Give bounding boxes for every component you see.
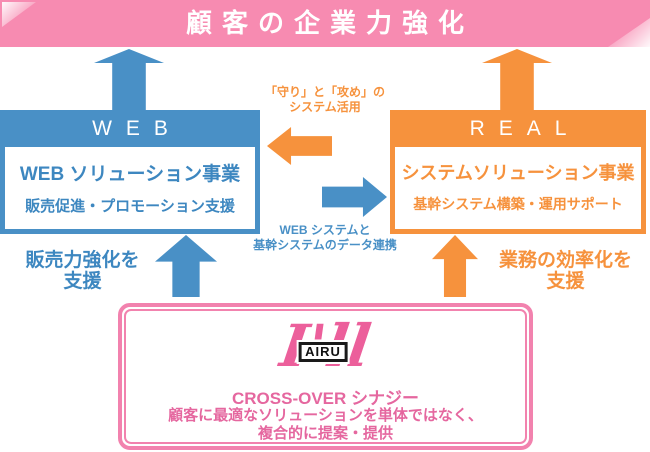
cross-over-synergy-box-inner: I'll AIRU CROSS-OVER シナジー 顧客に最適なソリューションを… xyxy=(124,309,527,444)
goal-banner: 顧客の企業力強化 xyxy=(0,0,650,47)
synergy-title: CROSS-OVER シナジー xyxy=(231,389,420,408)
web-business-title: WEB ソリューション事業 xyxy=(19,164,241,185)
airu-logo-badge: AIRU xyxy=(298,342,348,362)
synergy-to-real-arrow-icon xyxy=(432,235,478,297)
web-business-box: WEB WEB ソリューション事業 販売促進・プロモーション支援 xyxy=(0,110,260,234)
web-box-header: WEB xyxy=(0,110,260,147)
web-box-body: WEB ソリューション事業 販売促進・プロモーション支援 xyxy=(0,147,260,234)
synergy-description-line2: 複合的に提案・提供 xyxy=(257,425,393,442)
web-to-real-arrow-icon xyxy=(322,177,387,217)
system-use-note-line2: システム活用 xyxy=(289,100,361,114)
cross-over-synergy-box: I'll AIRU CROSS-OVER シナジー 顧客に最適なソリューションを… xyxy=(118,303,533,450)
real-up-arrow-icon xyxy=(482,49,552,110)
web-business-subtitle: 販売促進・プロモーション支援 xyxy=(25,198,235,215)
real-support-text: 業務の効率化を 支援 xyxy=(488,250,643,292)
real-support-line2: 支援 xyxy=(546,271,585,292)
airu-logo: I'll AIRU xyxy=(126,312,525,381)
system-use-note-line1: 「守り」と「攻め」の xyxy=(264,85,385,99)
real-to-web-arrow-icon xyxy=(267,127,332,165)
data-link-note-line1: WEB システムと xyxy=(279,223,371,237)
web-support-line1: 販売力強化を xyxy=(25,250,140,271)
system-use-note: 「守り」と「攻め」の システム活用 xyxy=(245,85,405,115)
web-support-text: 販売力強化を 支援 xyxy=(10,250,155,292)
real-box-body: システムソリューション事業 基幹システム構築・運用サポート xyxy=(390,147,646,234)
real-support-line1: 業務の効率化を xyxy=(498,250,632,271)
real-business-title: システムソリューション事業 xyxy=(401,163,635,183)
web-support-line2: 支援 xyxy=(63,271,102,292)
synergy-to-web-arrow-icon xyxy=(155,235,217,297)
web-up-arrow-icon xyxy=(94,49,164,110)
real-business-subtitle: 基幹システム構築・運用サポート xyxy=(413,196,623,212)
data-link-note-line2: 基幹システムのデータ連携 xyxy=(253,238,397,252)
synergy-description-line1: 顧客に最適なソリューションを単体ではなく、 xyxy=(168,407,483,424)
data-link-note: WEB システムと 基幹システムのデータ連携 xyxy=(235,223,415,253)
real-business-box: REAL システムソリューション事業 基幹システム構築・運用サポート xyxy=(390,110,646,234)
goal-title: 顧客の企業力強化 xyxy=(185,8,474,38)
real-box-header: REAL xyxy=(390,110,646,147)
